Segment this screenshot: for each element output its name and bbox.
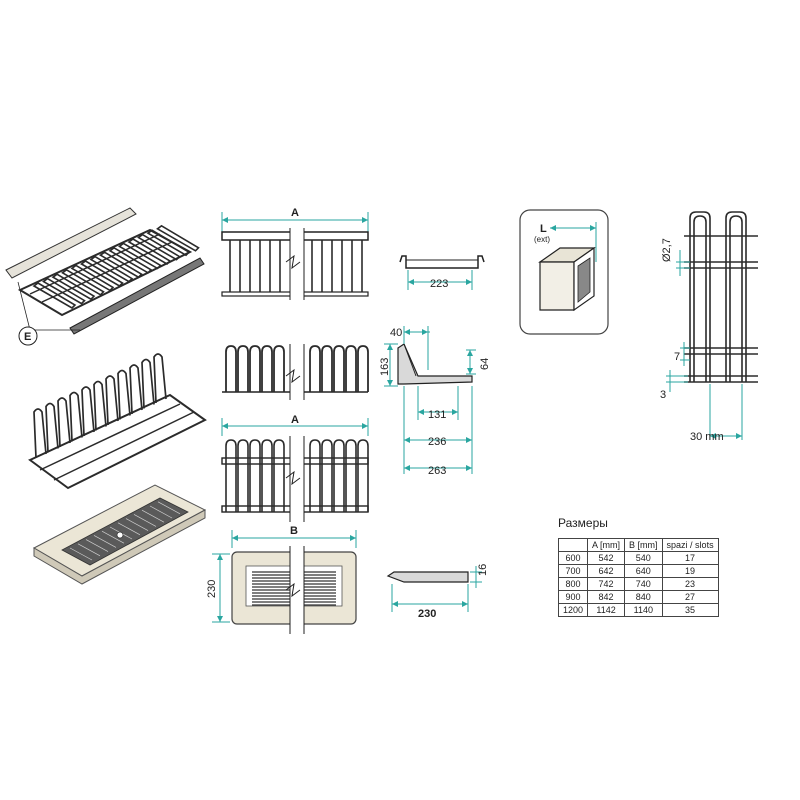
- table-row: 800 742 740 23: [557, 577, 719, 591]
- dim-223: 223: [430, 278, 448, 290]
- front-view-rack-top: A: [221, 207, 369, 300]
- side-elevation: Ø2,7 7 3 30 mm: [660, 211, 758, 443]
- table-cell: 840: [624, 590, 663, 604]
- dim-3: 3: [660, 389, 666, 401]
- label-l: L: [540, 223, 547, 235]
- table-cell: 600: [557, 551, 589, 565]
- table-cell: 740: [624, 577, 663, 591]
- table-row: 600 542 540 17: [557, 551, 719, 565]
- sizes-header-cell: spazi / slots: [661, 538, 719, 552]
- tray-profile: 16 230: [386, 564, 489, 620]
- table-cell: 27: [661, 590, 719, 604]
- table-cell: 19: [661, 564, 719, 578]
- dim-163: 163: [379, 358, 391, 376]
- sizes-header-cell: A [mm]: [587, 538, 626, 552]
- dim-a-top: A: [291, 207, 299, 219]
- table-cell: 1140: [624, 603, 663, 617]
- table-cell: 35: [661, 603, 719, 617]
- table-cell: 700: [557, 564, 589, 578]
- table-cell: 1142: [587, 603, 626, 617]
- table-cell: 23: [661, 577, 719, 591]
- sizes-table: A [mm] B [mm] spazi / slots 600 542 540 …: [557, 538, 719, 617]
- table-cell: 17: [661, 551, 719, 565]
- iso-rack-top: E: [5, 207, 205, 346]
- sizes-header-cell: B [mm]: [624, 538, 663, 552]
- table-cell: 900: [557, 590, 589, 604]
- dim-263: 263: [428, 465, 446, 477]
- table-cell: 540: [624, 551, 663, 565]
- label-l-ext: (ext): [534, 235, 550, 244]
- table-cell: 1200: [557, 603, 589, 617]
- dim-64: 64: [479, 358, 491, 370]
- table-cell: 800: [557, 577, 589, 591]
- front-view-plate-rack: [222, 344, 369, 400]
- label-e-circle: [18, 326, 38, 346]
- dim-30mm: 30 mm: [690, 431, 724, 443]
- table-cell: 742: [587, 577, 626, 591]
- dim-40: 40: [390, 327, 402, 339]
- tray-top-view: B 230: [206, 525, 357, 634]
- dim-b: B: [290, 525, 298, 537]
- dim-230-bottom: 230: [418, 608, 436, 620]
- sizes-title: Размеры: [558, 516, 608, 530]
- table-cell: 842: [587, 590, 626, 604]
- table-cell: 640: [624, 564, 663, 578]
- iso-drip-tray: [32, 484, 207, 585]
- dim-131: 131: [428, 409, 446, 421]
- plate-rack-profile: 40 163 64 131 236 263: [379, 326, 491, 477]
- table-cell: 542: [587, 551, 626, 565]
- rail-profile: 223: [399, 255, 485, 290]
- table-row: 900 842 840 27: [557, 590, 719, 604]
- dim-7: 7: [674, 351, 680, 363]
- table-row: 700 642 640 19: [557, 564, 719, 578]
- l-ext-detail: L (ext): [519, 209, 609, 335]
- sizes-header-row: A [mm] B [mm] spazi / slots: [557, 538, 719, 552]
- dim-236: 236: [428, 436, 446, 448]
- table-row: 1200 1142 1140 35: [557, 603, 719, 617]
- dim-16: 16: [477, 564, 489, 576]
- iso-plate-rack: [28, 353, 207, 490]
- dim-a-mid: A: [291, 414, 299, 426]
- dim-2-7: Ø2,7: [661, 238, 673, 262]
- sizes-header-cell: [557, 538, 589, 552]
- table-cell: 642: [587, 564, 626, 578]
- dim-230-side: 230: [206, 580, 218, 598]
- label-e: E: [24, 331, 31, 343]
- front-view-rack-mid: A: [221, 414, 369, 522]
